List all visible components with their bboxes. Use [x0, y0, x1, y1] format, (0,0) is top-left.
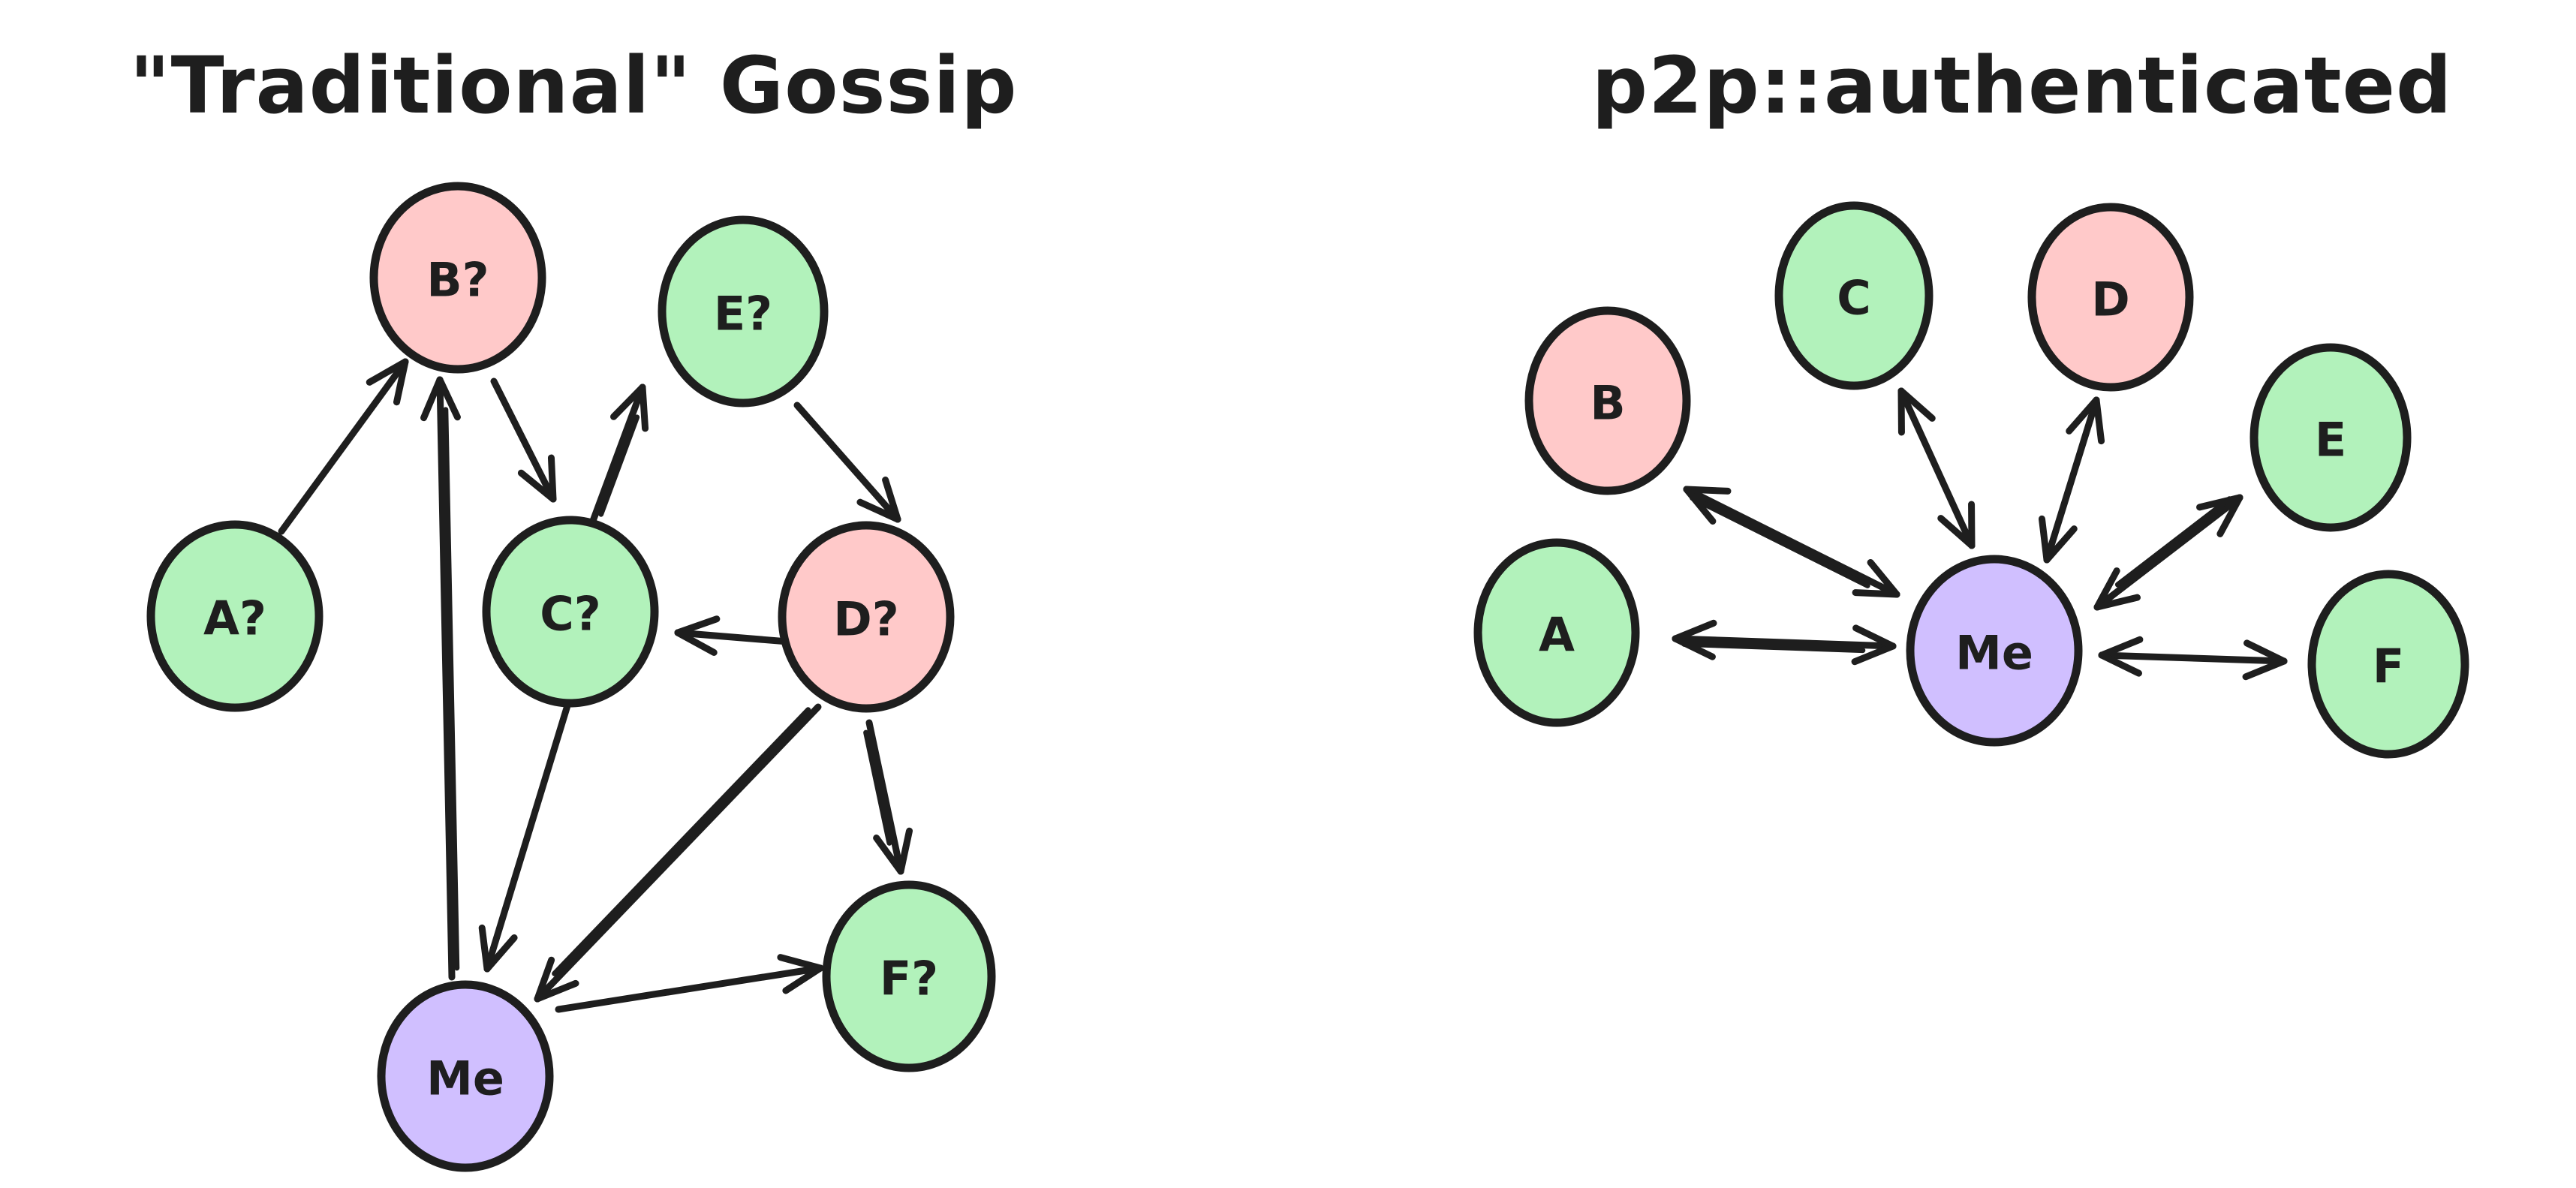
traditional-gossip-node-b-label: B? [426, 253, 489, 308]
traditional-gossip-node-a: A? [146, 520, 324, 712]
p2p-authenticated-node-me-label: Me [1955, 626, 2033, 681]
p2p-authenticated-node-e: E [2249, 343, 2412, 532]
p2p-authenticated-node-c-shape [1774, 201, 1934, 390]
traditional-gossip-edge-me-b-arrow [420, 376, 461, 981]
p2p-authenticated-node-a-label: A [1539, 608, 1575, 663]
traditional-gossip-title: "Traditional" Gossip [129, 40, 1017, 131]
p2p-authenticated-node-d-label: D [2091, 272, 2129, 327]
p2p-authenticated-edge-b-me-arrow-both [1683, 486, 1900, 598]
traditional-gossip-node-c-label: C? [540, 587, 600, 642]
p2p-authenticated-node-me-shape [1906, 555, 2083, 747]
p2p-authenticated-node-c-label: C [1837, 271, 1871, 326]
p2p-authenticated-node-me: Me [1906, 555, 2083, 747]
p2p-authenticated-title: p2p::authenticated [1592, 40, 2453, 131]
traditional-gossip-edge-me-f-arrow [555, 954, 824, 1013]
traditional-gossip-node-a-label: A? [203, 591, 266, 646]
p2p-authenticated-edge-c-me-arrow-both [1897, 387, 1976, 549]
traditional-gossip-edge-a-b-arrow [278, 358, 409, 535]
traditional-gossip-node-e: E? [658, 215, 829, 408]
traditional-gossip-node-d: D? [778, 521, 955, 713]
p2p-authenticated-node-e-shape [2249, 343, 2412, 532]
traditional-gossip-edge-d-me-arrow [534, 703, 822, 1003]
p2p-authenticated-node-b-shape [1524, 306, 1691, 495]
p2p-authenticated-node-b: B [1524, 306, 1691, 495]
traditional-gossip-edge-c-me-arrow [478, 699, 572, 973]
p2p-authenticated-node-f-label: F [2373, 639, 2404, 694]
traditional-gossip-edge-c-e-arrow [589, 383, 649, 525]
traditional-gossip-node-f: F? [822, 880, 996, 1072]
traditional-gossip-edge-d-c-arrow [674, 615, 801, 656]
traditional-gossip-node-me: Me [377, 980, 554, 1172]
p2p-authenticated-node-d: D [2027, 203, 2194, 392]
p2p-authenticated-edge-d-me-arrow-both [2038, 396, 2105, 564]
traditional-gossip-edge-b-c-arrow [490, 377, 557, 503]
p2p-authenticated-node-c: C [1774, 201, 1934, 390]
p2p-authenticated-node-f-shape [2307, 570, 2469, 759]
traditional-gossip-node-e-label: E? [714, 287, 772, 341]
traditional-gossip-edge-d-f-arrow [863, 719, 913, 875]
traditional-gossip-node-c: C? [482, 516, 659, 708]
p2p-authenticated-edge-me-f-arrow-both [2098, 636, 2288, 681]
p2p-authenticated-node-b-label: B [1590, 376, 1625, 431]
traditional-gossip-node-c-shape [482, 516, 659, 708]
p2p-authenticated-node-a-shape [1473, 538, 1640, 727]
traditional-gossip-node-d-shape [778, 521, 955, 713]
traditional-gossip-node-f-label: F? [880, 952, 938, 1006]
traditional-gossip-node-me-label: Me [426, 1051, 504, 1106]
p2p-authenticated-edge-a-me-arrow-both [1672, 619, 1897, 666]
traditional-gossip-node-f-shape [822, 880, 996, 1072]
traditional-gossip-node-d-label: D? [833, 592, 898, 647]
traditional-gossip-node-a-shape [146, 520, 324, 712]
p2p-authenticated-node-f: F [2307, 570, 2469, 759]
traditional-gossip-edge-e-d-arrow [793, 402, 901, 523]
traditional-gossip-node-b-shape [369, 182, 546, 374]
p2p-authenticated-edge-e-me-arrow-both [2093, 494, 2243, 611]
p2p-authenticated-node-a: A [1473, 538, 1640, 727]
traditional-gossip-node-me-shape [377, 980, 554, 1172]
p2p-authenticated-node-d-shape [2027, 203, 2194, 392]
traditional-gossip-node-b: B? [369, 182, 546, 374]
traditional-gossip-node-e-shape [658, 215, 829, 408]
p2p-authenticated-node-e-label: E [2315, 413, 2346, 468]
